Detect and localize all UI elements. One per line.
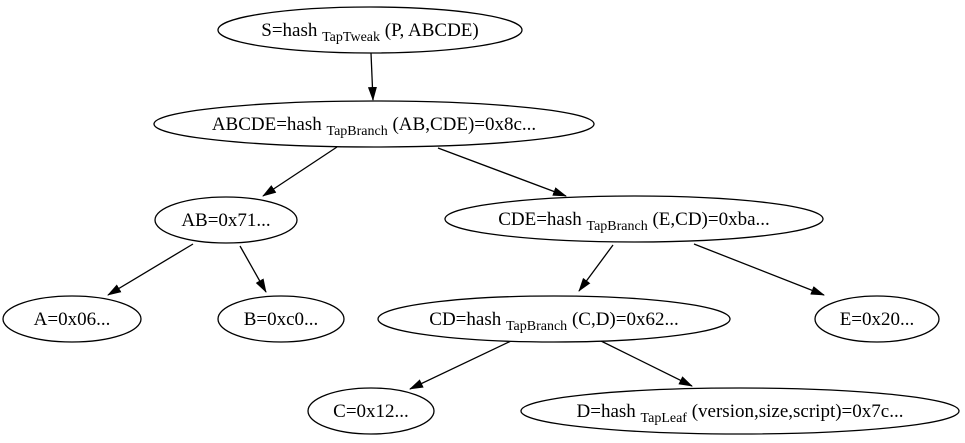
edge-AB-B <box>239 245 267 293</box>
node-CDE-shape <box>444 195 824 243</box>
node-CD: CD=hash TapBranch (C,D)=0x62... <box>377 295 731 343</box>
node-CD-label: CD=hash TapBranch (C,D)=0x62... <box>429 309 678 335</box>
node-B-shape <box>217 295 345 343</box>
node-AB: AB=0x71... <box>154 196 298 244</box>
node-E-label: E=0x20... <box>840 309 915 330</box>
edge-CD-C <box>409 340 512 390</box>
node-CD-label-pre: CD=hash <box>429 309 501 330</box>
node-D-label-sub: TapLeaf <box>641 411 688 426</box>
edge-CDE-CD <box>578 244 614 292</box>
edge-CD-D <box>600 340 693 387</box>
node-A-label-pre: A=0x06... <box>34 309 111 330</box>
node-AB-label-pre: AB=0x71... <box>181 210 270 231</box>
node-E: E=0x20... <box>814 295 940 343</box>
node-A-label: A=0x06... <box>34 309 111 330</box>
node-S-label-pre: S=hash <box>261 20 318 41</box>
node-E-label-pre: E=0x20... <box>840 309 915 330</box>
node-B-label: B=0xc0... <box>244 309 319 330</box>
node-D-label-pre: D=hash <box>577 401 637 422</box>
node-C-label-pre: C=0x12... <box>333 401 409 422</box>
node-CDE: CDE=hash TapBranch (E,CD)=0xba... <box>444 195 824 243</box>
edge-ABCDE-AB <box>262 146 338 197</box>
node-S: S=hash TapTweak (P, ABCDE) <box>217 6 523 54</box>
node-ABCDE: ABCDE=hash TapBranch (AB,CDE)=0x8c... <box>153 100 595 148</box>
node-E-shape <box>814 295 940 343</box>
node-D-label-post: (version,size,script)=0x7c... <box>692 401 904 422</box>
node-ABCDE-label: ABCDE=hash TapBranch (AB,CDE)=0x8c... <box>212 114 536 140</box>
edge-S-ABCDE <box>367 52 377 101</box>
edge-AB-A <box>107 243 194 296</box>
node-S-label: S=hash TapTweak (P, ABCDE) <box>261 20 478 46</box>
node-A: A=0x06... <box>2 295 142 343</box>
edge-ABCDE-CDE <box>437 147 567 197</box>
node-CDE-label: CDE=hash TapBranch (E,CD)=0xba... <box>498 209 770 235</box>
node-AB-shape <box>154 196 298 244</box>
node-ABCDE-label-sub: TapBranch <box>327 124 388 139</box>
node-C-shape <box>307 387 435 435</box>
node-ABCDE-label-post: (AB,CDE)=0x8c... <box>392 114 536 135</box>
node-S-shape <box>217 6 523 54</box>
node-C: C=0x12... <box>307 387 435 435</box>
node-CDE-label-pre: CDE=hash <box>498 209 582 230</box>
node-CDE-label-post: (E,CD)=0xba... <box>652 209 769 230</box>
node-B-label-pre: B=0xc0... <box>244 309 319 330</box>
node-D: D=hash TapLeaf (version,size,script)=0x7… <box>520 387 960 435</box>
node-CD-label-post: (C,D)=0x62... <box>572 309 679 330</box>
edge-CDE-E <box>693 243 825 296</box>
node-B: B=0xc0... <box>217 295 345 343</box>
node-D-label: D=hash TapLeaf (version,size,script)=0x7… <box>577 401 904 427</box>
node-D-shape <box>520 387 960 435</box>
node-CDE-label-sub: TapBranch <box>587 219 648 234</box>
node-S-label-post: (P, ABCDE) <box>385 20 479 41</box>
node-A-shape <box>2 295 142 343</box>
node-C-label: C=0x12... <box>333 401 409 422</box>
node-S-label-sub: TapTweak <box>322 30 380 45</box>
node-ABCDE-label-pre: ABCDE=hash <box>212 114 322 135</box>
node-AB-label: AB=0x71... <box>181 210 270 231</box>
node-ABCDE-shape <box>153 100 595 148</box>
node-CD-label-sub: TapBranch <box>506 319 567 334</box>
node-CD-shape <box>377 295 731 343</box>
